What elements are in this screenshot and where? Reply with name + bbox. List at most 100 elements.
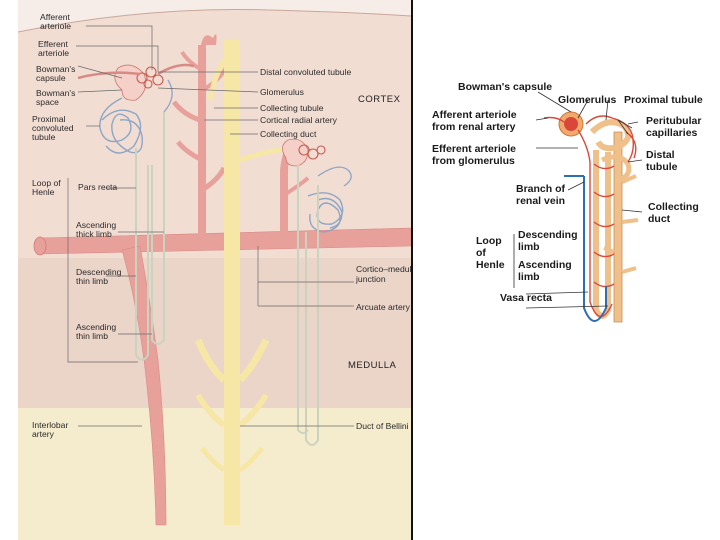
label-descending-thin-l1: Descending (76, 267, 122, 277)
glomerulus-1 (136, 66, 164, 89)
label-bowmans-capsule-l2: capsule (36, 73, 66, 83)
duct-branch (195, 393, 226, 428)
label-descending-l1: Descending (518, 229, 578, 241)
label-arcuate-artery: Arcuate artery (356, 302, 411, 312)
label-cortex: CORTEX (358, 94, 401, 105)
label-loop-right-l3: Henle (476, 259, 505, 271)
duct-branch (238, 446, 265, 473)
capsule-line (18, 8, 411, 33)
leader-lines-right (513, 91, 643, 309)
label-renal-vein-l1: Branch of (516, 183, 566, 195)
outer-medulla-region (18, 258, 411, 408)
label-collecting-tubule: Collecting tubule (260, 103, 324, 113)
label-cortico-medullary-l1: Cortico–medullary (356, 264, 411, 274)
duct-branch (199, 446, 226, 473)
label-pars-recta: Pars recta (78, 182, 117, 192)
label-ascending-thin-l2: thin limb (76, 331, 108, 341)
label-loop-l1: Loop of (32, 178, 61, 188)
distal-tubule-1 (163, 79, 173, 113)
renal-vein-branch (583, 176, 607, 322)
afferent-arteriole-1 (77, 71, 141, 80)
label-ascending-l2: limb (518, 271, 540, 283)
label-bowmans-capsule-right: Bowman's capsule (458, 81, 552, 93)
artery-tip (201, 34, 217, 45)
glomerulus-2 (298, 144, 326, 160)
leader-lines-left (67, 25, 354, 427)
collecting-tubule-branch (207, 58, 227, 101)
label-proximal-l3: tubule (32, 132, 56, 142)
label-efferent-arteriole-l1: Efferent (38, 39, 69, 49)
label-medulla: MEDULLA (348, 360, 397, 371)
label-proximal-tubule-right: Proximal tubule (624, 94, 703, 106)
label-descending-l2: limb (518, 241, 540, 253)
label-afferent-arteriole-l1: Afferent (40, 12, 71, 22)
label-collecting-duct: Collecting duct (260, 129, 317, 139)
nephron-blood-supply-diagram: Bowman's capsule Glomerulus Proximal tub… (428, 72, 720, 372)
left-labels: Afferent arteriole Efferent arteriole Bo… (32, 12, 122, 439)
label-efferent-right-l2: from glomerulus (432, 155, 515, 167)
label-ascending-thick-l2: thick limb (76, 229, 112, 239)
artery-branch (176, 140, 204, 163)
right-labels: Bowman's capsule Glomerulus Proximal tub… (432, 81, 703, 304)
inner-medulla-region (18, 408, 411, 540)
distal-tubule-2 (317, 166, 352, 187)
label-proximal-l1: Proximal (32, 114, 66, 124)
cortical-radial-artery-left (198, 45, 206, 240)
artery-branch (172, 100, 201, 123)
artery-branch (180, 50, 204, 72)
proximal-convoluted-tubule-1 (99, 97, 143, 154)
label-glomerulus: Glomerulus (260, 87, 304, 97)
loop-of-henle-1b (151, 112, 165, 345)
collecting-duct (224, 40, 240, 525)
label-distal-right-l1: Distal (646, 149, 675, 161)
label-descending-thin-l2: thin limb (76, 276, 108, 286)
duct-branch (194, 338, 227, 383)
cortical-radial-artery-right (280, 140, 294, 236)
duct-branch (237, 338, 270, 383)
collecting-duct-branches (603, 174, 639, 274)
nephron-cross-section-diagram: Afferent arteriole Efferent arteriole Bo… (18, 0, 411, 540)
distal-tubule-right (600, 154, 632, 183)
label-loop-right-l2: of (476, 247, 486, 259)
label-distal-right-l2: tubule (646, 161, 678, 173)
label-proximal-l2: convoluted (32, 123, 74, 133)
label-bowmans-space-l2: space (36, 97, 59, 107)
label-ascending-thin-l1: Ascending (76, 322, 116, 332)
glomerulus-right (564, 117, 578, 131)
label-ascending-thick-l1: Ascending (76, 220, 116, 230)
label-collecting-right-l1: Collecting (648, 201, 699, 213)
label-loop-l2: Henle (32, 187, 55, 197)
loop-of-henle-2 (305, 185, 319, 446)
label-cortical-radial-artery: Cortical radial artery (260, 115, 338, 125)
label-vasa-recta: Vasa recta (500, 292, 552, 304)
label-efferent-right-l1: Efferent arteriole (432, 143, 516, 155)
label-loop-right-l1: Loop (476, 235, 502, 247)
right-labels-of-left-panel: Distal convoluted tubule Glomerulus CORT… (260, 67, 411, 431)
label-bowmans-space-l1: Bowman's (36, 88, 75, 98)
label-peritubular-l2: capillaries (646, 127, 698, 139)
label-cortico-medullary-l2: junction (355, 274, 386, 284)
label-glomerulus-right: Glomerulus (558, 94, 617, 106)
loop-of-henle-1 (135, 148, 149, 361)
label-interlobar-l1: Interlobar (32, 420, 68, 430)
label-distal-tubule: Distal convoluted tubule (260, 67, 351, 77)
label-afferent-arteriole-l2: arteriole (40, 21, 71, 31)
label-peritubular-l1: Peritubular (646, 115, 701, 127)
arcuate-artery-end (33, 236, 47, 256)
left-diagram-svg: Afferent arteriole Efferent arteriole Bo… (18, 0, 411, 540)
label-bowmans-capsule-l1: Bowman's (36, 64, 75, 74)
label-duct-of-bellini: Duct of Bellini (356, 421, 409, 431)
proximal-tubule-right (589, 119, 632, 152)
label-renal-vein-l2: renal vein (516, 195, 565, 207)
label-afferent-right-l1: Afferent arteriole (432, 109, 517, 121)
panel-divider (411, 0, 413, 540)
label-afferent-right-l2: from renal artery (432, 121, 516, 133)
label-interlobar-l2: artery (32, 429, 55, 439)
label-ascending-l1: Ascending (518, 259, 572, 271)
label-collecting-right-l2: duct (648, 213, 671, 225)
label-efferent-arteriole-l2: arteriole (38, 48, 69, 58)
loop-of-henle-2b (297, 165, 309, 434)
duct-branch (238, 393, 269, 428)
right-diagram-svg: Bowman's capsule Glomerulus Proximal tub… (432, 81, 703, 323)
artery-branch (200, 166, 227, 193)
